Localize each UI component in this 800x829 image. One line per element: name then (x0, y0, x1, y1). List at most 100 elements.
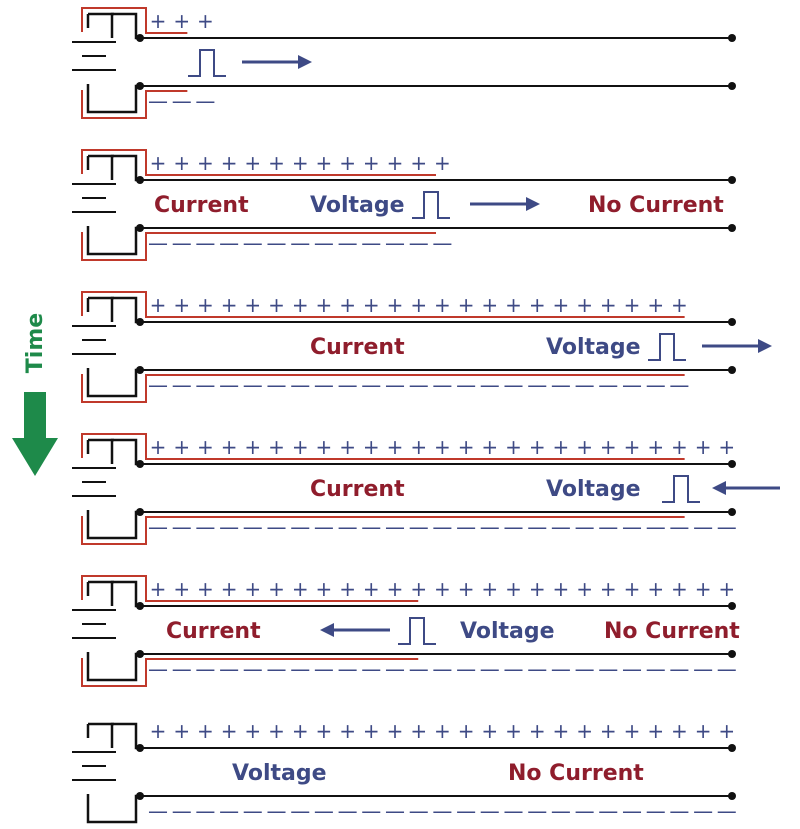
plus-charge: + (600, 293, 617, 317)
minus-charge: — (148, 231, 168, 255)
plus-charge: + (600, 577, 617, 601)
minus-charge: — (195, 657, 215, 681)
minus-charge: — (243, 373, 263, 397)
plus-charge: + (221, 435, 238, 459)
plus-charge: + (410, 151, 427, 175)
minus-charge: — (195, 89, 215, 113)
wire-end-dot (728, 744, 736, 752)
arrowhead-icon (526, 197, 540, 211)
current-trace-top (81, 149, 436, 176)
wire-end-dot (728, 34, 736, 42)
minus-charge: — (409, 657, 429, 681)
minus-charge: — (148, 373, 168, 397)
plus-charge: + (197, 577, 214, 601)
minus-charge: — (622, 373, 642, 397)
minus-charge: — (219, 373, 239, 397)
minus-charge: — (361, 373, 381, 397)
minus-charge: — (385, 515, 405, 539)
minus-charge: — (480, 373, 500, 397)
plus-charge: + (316, 719, 333, 743)
minus-charge: — (148, 89, 168, 113)
minus-charge: — (669, 799, 689, 823)
minus-charge: — (338, 515, 358, 539)
plus-charge: + (481, 435, 498, 459)
plus-charge: + (221, 719, 238, 743)
minus-charge: — (219, 657, 239, 681)
minus-charge: — (361, 657, 381, 681)
minus-charge: — (551, 515, 571, 539)
plus-charge: + (505, 435, 522, 459)
minus-charge: — (504, 657, 524, 681)
arrowhead-icon (298, 55, 312, 69)
wire-end-dot (136, 650, 144, 658)
plus-charge: + (576, 435, 593, 459)
plus-charge: + (624, 293, 641, 317)
wire-end-dot (136, 744, 144, 752)
plus-charge: + (268, 577, 285, 601)
minus-charge: — (717, 657, 737, 681)
plus-charge: + (481, 293, 498, 317)
plus-charge: + (339, 577, 356, 601)
minus-charge: — (409, 231, 429, 255)
plus-charge: + (458, 293, 475, 317)
minus-charge: — (172, 799, 192, 823)
minus-charge: — (456, 373, 476, 397)
wire-end-dot (136, 318, 144, 326)
plus-charge: + (505, 577, 522, 601)
minus-charge: — (195, 799, 215, 823)
minus-charge: — (219, 231, 239, 255)
minus-charge: — (172, 373, 192, 397)
minus-charge: — (432, 231, 452, 255)
wire-end-dot (136, 792, 144, 800)
minus-charge: — (195, 373, 215, 397)
minus-charge: — (527, 373, 547, 397)
plus-charge: + (458, 435, 475, 459)
wire-end-dot (728, 460, 736, 468)
plus-charge: + (647, 293, 664, 317)
plus-charge: + (292, 435, 309, 459)
plus-charge: + (316, 293, 333, 317)
plus-charge: + (268, 719, 285, 743)
minus-charge: — (646, 657, 666, 681)
minus-charge: — (314, 657, 334, 681)
plus-charge: + (197, 293, 214, 317)
plus-charge: + (434, 293, 451, 317)
plus-charge: + (529, 435, 546, 459)
minus-charge: — (148, 515, 168, 539)
minus-charge: — (480, 799, 500, 823)
plus-charge: + (718, 577, 735, 601)
arrowhead-icon (320, 623, 334, 637)
wire-end-dot (136, 176, 144, 184)
minus-charge: — (385, 799, 405, 823)
plus-charge: + (647, 577, 664, 601)
minus-charge: — (361, 231, 381, 255)
minus-charge: — (456, 657, 476, 681)
plus-charge: + (173, 151, 190, 175)
minus-charge: — (717, 515, 737, 539)
plus-charge: + (150, 435, 167, 459)
minus-charge: — (622, 799, 642, 823)
plus-charge: + (671, 577, 688, 601)
plus-charge: + (197, 435, 214, 459)
voltage-pulse-icon (662, 475, 700, 503)
plus-charge: + (695, 719, 712, 743)
minus-charge: — (504, 515, 524, 539)
minus-charge: — (338, 799, 358, 823)
wire-end-dot (728, 82, 736, 90)
plus-charge: + (339, 435, 356, 459)
minus-charge: — (314, 515, 334, 539)
plus-charge: + (387, 719, 404, 743)
minus-charge: — (148, 657, 168, 681)
voltage-label: Voltage (460, 619, 555, 644)
minus-charge: — (409, 373, 429, 397)
arrowhead-icon (758, 339, 772, 353)
plus-charge: + (173, 435, 190, 459)
plus-charge: + (434, 577, 451, 601)
wire-end-dot (136, 602, 144, 610)
plus-charge: + (363, 577, 380, 601)
time-arrow-icon (12, 392, 58, 476)
minus-charge: — (195, 231, 215, 255)
wire-end-dot (728, 176, 736, 184)
plus-charge: + (434, 719, 451, 743)
